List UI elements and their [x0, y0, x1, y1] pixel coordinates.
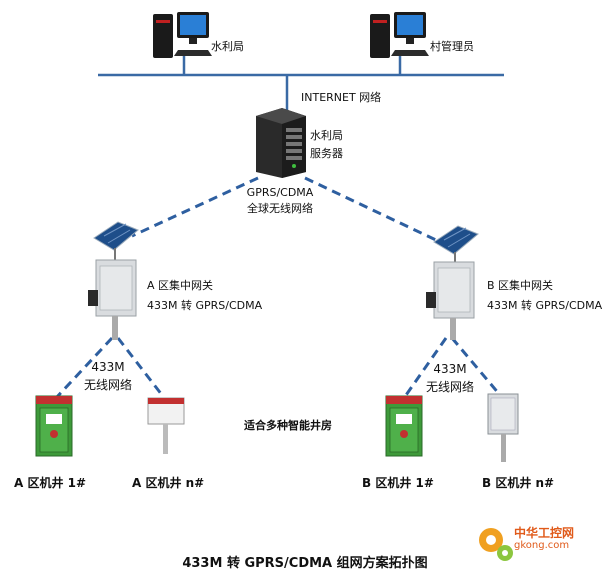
solar-gateway-a [88, 221, 139, 340]
gear-icon [479, 528, 513, 561]
watermark-text: 中华工控网 [514, 526, 575, 540]
well-bn-label: B 区机井 n# [482, 476, 555, 490]
server-icon [256, 108, 306, 178]
internet-label: INTERNET 网络 [301, 91, 382, 104]
link-server-gateway-a [131, 176, 259, 238]
well-an-label: A 区机井 n# [132, 476, 205, 490]
wireless-b-label-line2: 无线网络 [425, 380, 474, 394]
link-gateway-a-well-n [116, 337, 164, 396]
wireless-a-label-line2: 无线网络 [83, 378, 132, 392]
server-label-line1: 水利局 [310, 129, 343, 142]
well-a1-label: A 区机井 1# [14, 476, 87, 490]
link-server-gateway-b [304, 176, 437, 242]
link-gateway-a-well-1 [54, 336, 114, 400]
link-gateway-b-well-1 [402, 337, 448, 399]
diagram-title: 433M 转 GPRS/CDMA 组网方案拓扑图 [182, 556, 428, 571]
pc-right-label: 村管理员 [430, 40, 474, 53]
link-gateway-b-well-n [450, 337, 502, 396]
wireless-b-label-line1: 433M [433, 362, 467, 376]
well-b1-label: B 区机井 1# [362, 476, 434, 490]
computer-icon-right [370, 12, 429, 58]
well-box-bn [487, 393, 519, 462]
gateway-a-label-line1: A 区集中网关 [147, 279, 214, 292]
gateway-b-label-line1: B 区集中网关 [487, 279, 554, 292]
gprs-label-line1: GPRS/CDMA [246, 186, 314, 199]
server-label-line2: 服务器 [310, 147, 343, 160]
pc-left-label: 水利局 [211, 40, 244, 53]
well-cabinet-a1 [35, 395, 73, 457]
well-box-an [147, 397, 185, 454]
gateway-b-label-line2: 433M 转 GPRS/CDMA [487, 299, 603, 312]
gateway-a-label-line2: 433M 转 GPRS/CDMA [147, 299, 263, 312]
solar-gateway-b [426, 225, 479, 340]
watermark-url: gkong.com [514, 540, 570, 551]
wireless-a-label-line1: 433M [91, 360, 125, 374]
gprs-label-line2: 全球无线网络 [247, 202, 313, 215]
center-note: 适合多种智能井房 [244, 419, 332, 432]
computer-icon-left [153, 12, 212, 58]
well-cabinet-b1 [385, 395, 423, 457]
